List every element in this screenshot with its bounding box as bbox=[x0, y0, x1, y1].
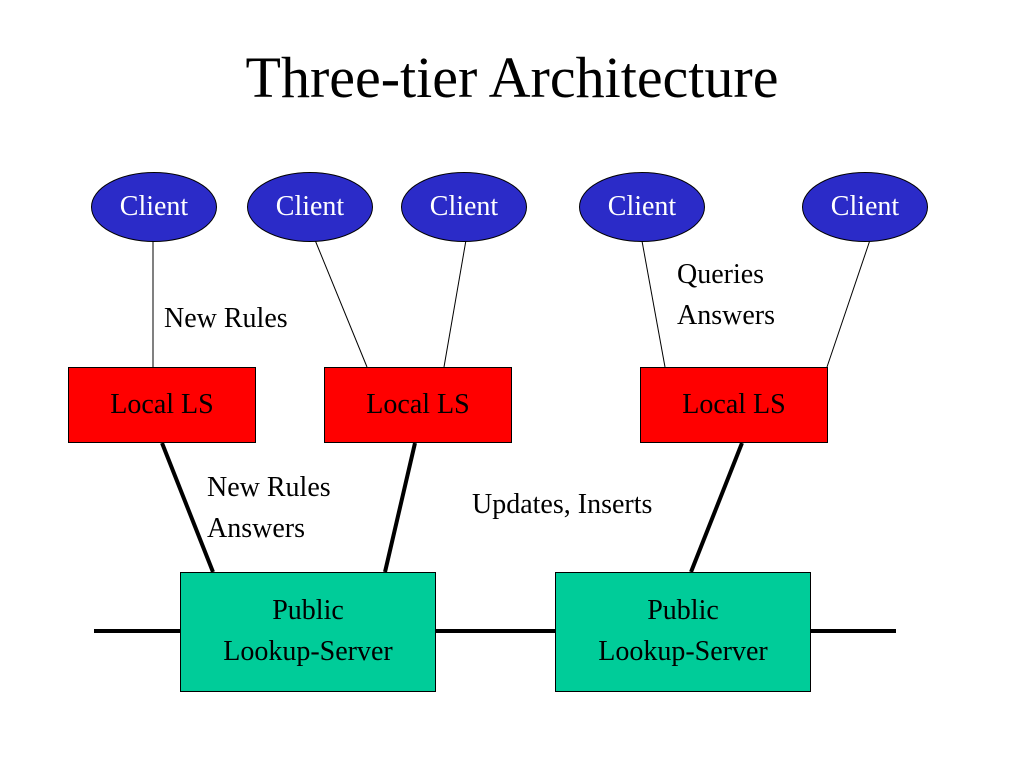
public-server-2-line2: Lookup-Server bbox=[598, 636, 768, 667]
local-ls-box-3: Local LS bbox=[640, 367, 828, 443]
public-lookup-server-1: Public Lookup-Server bbox=[180, 572, 436, 692]
label-queries-text: Queries bbox=[677, 259, 765, 290]
label-queries-answers: Queries Answers bbox=[677, 255, 775, 336]
label-new-rules-text: New Rules bbox=[164, 303, 288, 334]
link-local2-public1 bbox=[383, 442, 417, 573]
local-ls-box-1: Local LS bbox=[68, 367, 256, 443]
label-answers-middle-text: Answers bbox=[207, 512, 305, 544]
public-server-1-line2: Lookup-Server bbox=[223, 636, 393, 667]
label-new-rules-middle-text: New Rules bbox=[207, 472, 331, 503]
label-updates-inserts: Updates, Inserts bbox=[472, 485, 652, 526]
label-updates-inserts-text: Updates, Inserts bbox=[472, 489, 653, 520]
public-server-2-line1: Public bbox=[647, 595, 719, 627]
public-lookup-server-2: Public Lookup-Server bbox=[555, 572, 811, 692]
label-answers-right-text: Answers bbox=[677, 299, 775, 331]
client-node-4: Client bbox=[579, 172, 705, 242]
link-client3-local2 bbox=[443, 239, 467, 368]
client-node-2: Client bbox=[247, 172, 373, 242]
link-client2-local2 bbox=[314, 239, 368, 368]
client-node-1: Client bbox=[91, 172, 217, 242]
label-new-rules-answers: New Rules Answers bbox=[207, 468, 331, 549]
local-ls-box-2: Local LS bbox=[324, 367, 512, 443]
slide-title: Three-tier Architecture bbox=[245, 45, 779, 110]
client-node-3: Client bbox=[401, 172, 527, 242]
link-client5-local3 bbox=[826, 239, 871, 368]
link-client4-local3 bbox=[641, 240, 666, 368]
client-node-5: Client bbox=[802, 172, 928, 242]
link-local3-public2 bbox=[689, 442, 744, 573]
public-server-1-line1: Public bbox=[272, 595, 344, 627]
link-local1-public1 bbox=[160, 442, 215, 573]
label-new-rules-top: New Rules bbox=[164, 299, 288, 340]
